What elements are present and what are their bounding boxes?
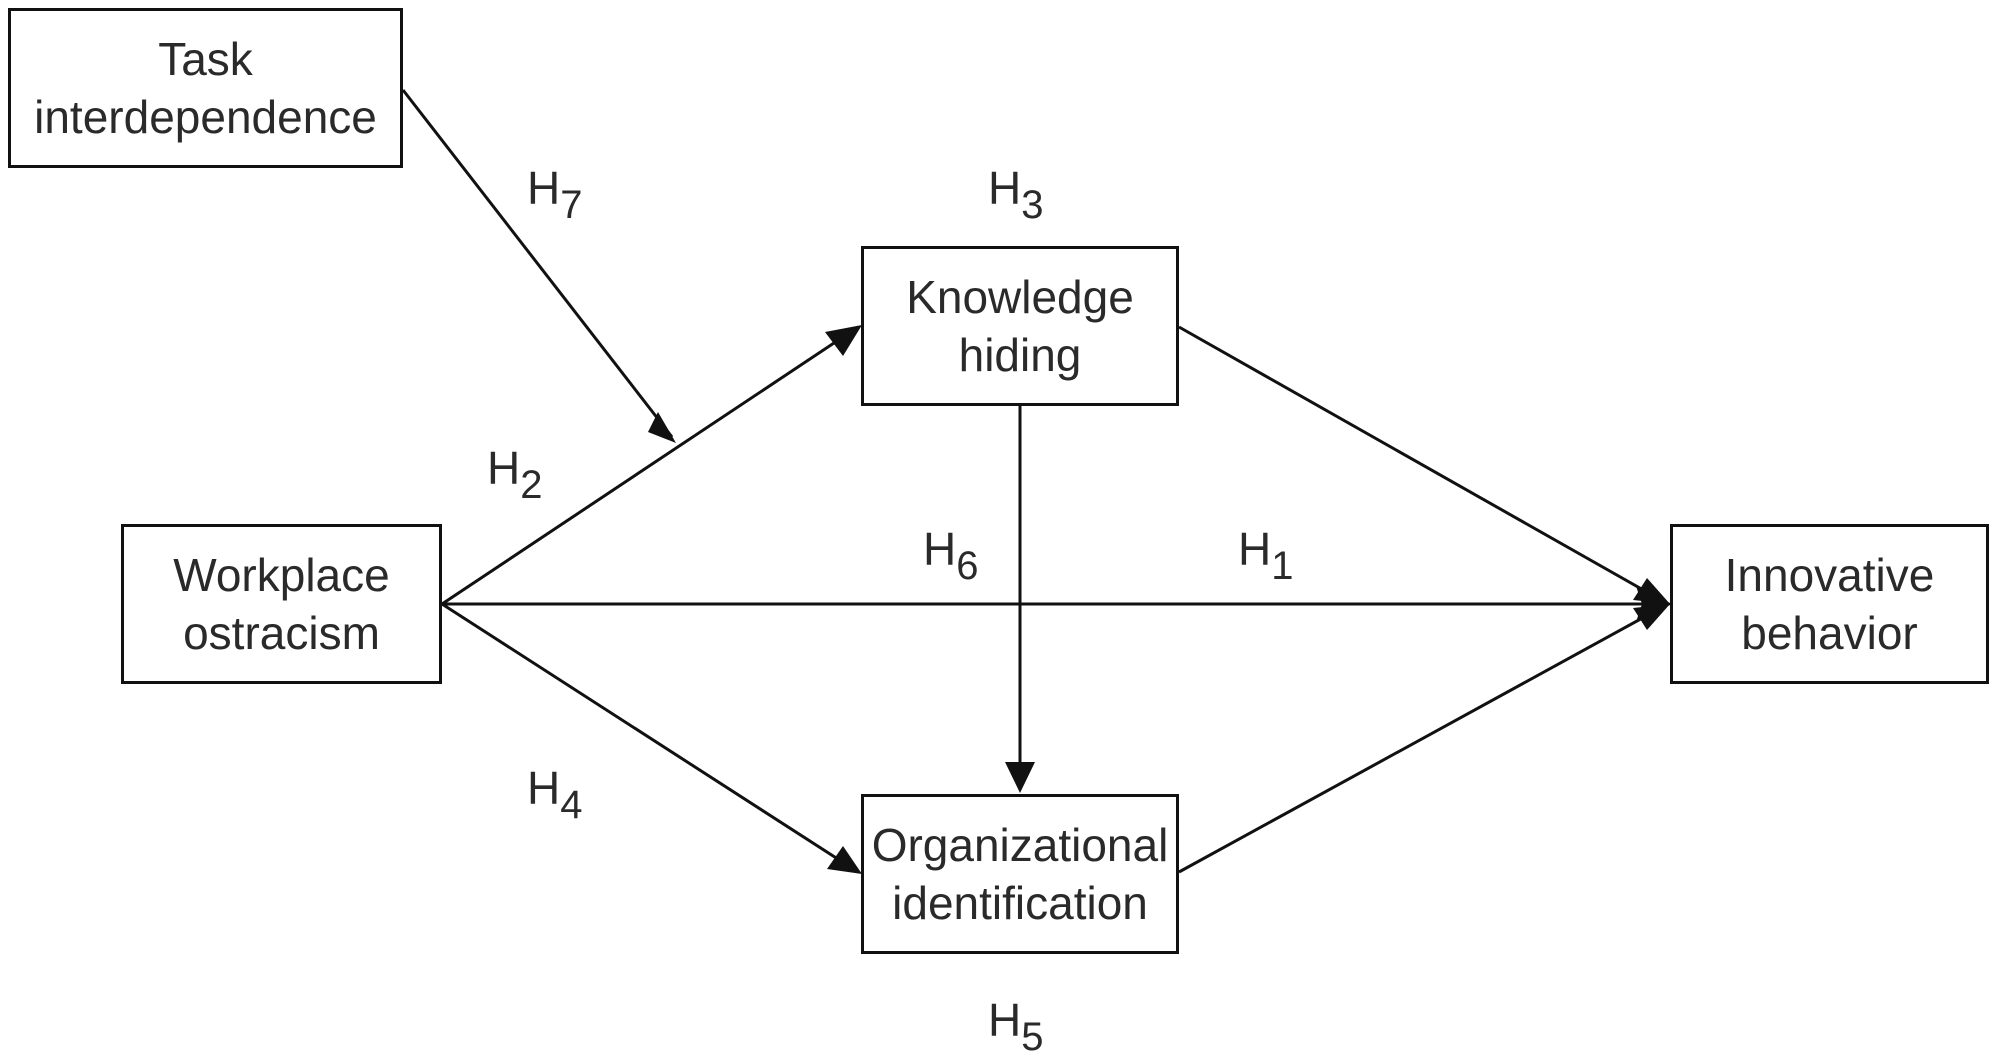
hypothesis-h5-letter: H <box>988 994 1022 1046</box>
arrowhead-workplace-to-knowledge <box>825 325 862 356</box>
arrow-workplace-to-knowledge <box>441 325 859 606</box>
hypothesis-h1-number: 1 <box>1271 544 1294 588</box>
hypothesis-h3-number: 3 <box>1021 183 1044 227</box>
hypothesis-h2-label: H2 <box>487 443 542 510</box>
node-workplace-ostracism: Workplace ostracism <box>121 524 442 684</box>
hypothesis-h3-letter: H <box>988 162 1022 214</box>
hypothesis-h5-number: 5 <box>1021 1015 1044 1059</box>
node-knowledge-hiding: Knowledge hiding <box>861 246 1179 406</box>
node-innovative-behavior-label: Innovative behavior <box>1724 549 1935 659</box>
arrowhead-innovative-upper <box>1633 578 1670 604</box>
hypothesis-h4-letter: H <box>527 762 561 814</box>
node-task-interdependence: Task interdependence <box>8 8 403 168</box>
node-organizational-identification: Organizational identification <box>861 794 1179 954</box>
node-knowledge-hiding-label: Knowledge hiding <box>906 271 1134 381</box>
hypothesis-h4-number: 4 <box>560 783 583 827</box>
hypothesis-h6-letter: H <box>923 523 957 575</box>
arrow-workplace-to-organizational <box>441 602 859 874</box>
arrowhead-innovative-lower <box>1633 604 1670 630</box>
hypothesis-h7-label: H7 <box>527 163 582 230</box>
arrowhead-task-moderation <box>648 412 676 443</box>
hypothesis-h1-label: H1 <box>1238 524 1293 591</box>
hypothesis-h3-label: H3 <box>988 163 1043 230</box>
arrow-organizational-to-innovative <box>1178 602 1669 874</box>
hypothesis-h7-letter: H <box>527 162 561 214</box>
hypothesis-h2-letter: H <box>487 442 521 494</box>
hypothesis-h4-label: H4 <box>527 763 582 830</box>
arrowhead-workplace-to-organizational <box>827 846 862 874</box>
node-workplace-ostracism-label: Workplace ostracism <box>173 549 390 659</box>
hypothesis-h7-number: 7 <box>560 183 583 227</box>
arrow-knowledge-to-innovative <box>1178 325 1669 606</box>
hypothesis-h2-number: 2 <box>520 463 543 507</box>
node-task-interdependence-label: Task interdependence <box>34 33 377 143</box>
node-innovative-behavior: Innovative behavior <box>1670 524 1989 684</box>
hypothesis-h5-label: H5 <box>988 995 1043 1062</box>
node-organizational-identification-label: Organizational identification <box>871 819 1169 929</box>
hypothesis-h6-label: H6 <box>923 524 978 591</box>
hypothesis-h6-number: 6 <box>956 544 979 588</box>
arrow-task-moderation <box>401 89 674 438</box>
arrowhead-knowledge-to-organizational <box>1005 762 1035 793</box>
hypothesis-h1-letter: H <box>1238 523 1272 575</box>
